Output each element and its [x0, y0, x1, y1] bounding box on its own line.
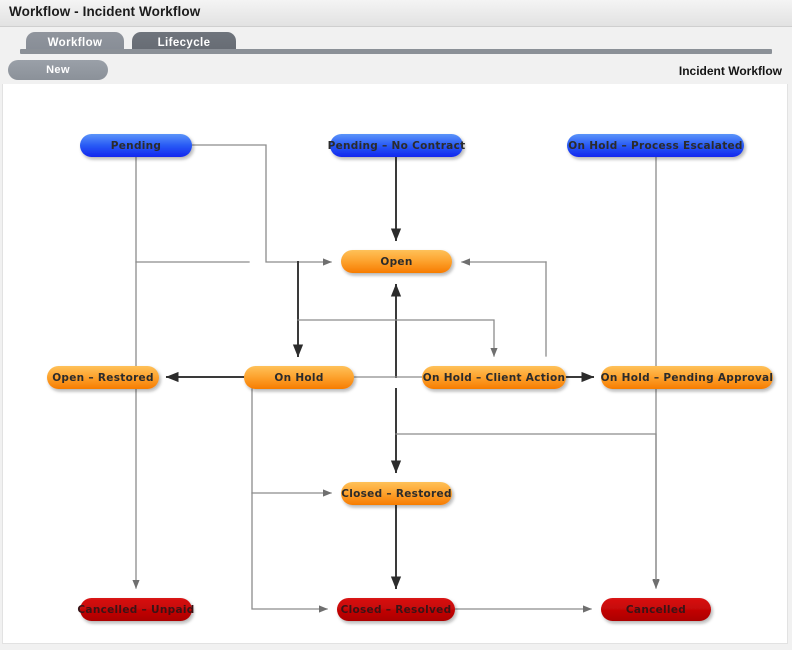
- connector-row-to-client-action: [297, 319, 498, 357]
- tab-workflow[interactable]: Workflow: [26, 32, 124, 54]
- toolbar: New Incident Workflow: [0, 55, 792, 83]
- connector-pending-down-to-row: [135, 156, 250, 263]
- node-shape-on_hold_escalated[interactable]: [567, 134, 744, 157]
- node-shape-pending_no_contract[interactable]: [330, 134, 463, 157]
- node-shape-open_restored[interactable]: [47, 366, 159, 389]
- node-on_hold[interactable]: On Hold: [244, 366, 354, 389]
- node-shape-cancelled[interactable]: [601, 598, 711, 621]
- node-shape-closed_restored[interactable]: [341, 482, 452, 505]
- node-open[interactable]: Open: [341, 250, 452, 273]
- node-shape-closed_resolved[interactable]: [337, 598, 455, 621]
- connector-open-to-cancelled: [395, 433, 660, 589]
- workflow-graph: Pending Pending – No Contract On Hold – Pr…: [47, 134, 774, 621]
- node-pending_no_contract[interactable]: Pending – No Contract: [328, 134, 466, 157]
- connector-layer: [132, 144, 660, 613]
- node-cancelled[interactable]: Cancelled: [601, 598, 711, 621]
- workflow-diagram-canvas[interactable]: Pending Pending – No Contract On Hold – Pr…: [2, 84, 788, 644]
- node-shape-open[interactable]: [341, 250, 452, 273]
- node-closed_restored[interactable]: Closed – Restored: [341, 482, 452, 505]
- node-on_hold_approval[interactable]: On Hold – Pending Approval: [601, 366, 774, 389]
- node-shape-on_hold[interactable]: [244, 366, 354, 389]
- tab-strip: Workflow Lifecycle: [0, 28, 792, 54]
- node-shape-pending[interactable]: [80, 134, 192, 157]
- node-open_restored[interactable]: Open – Restored: [47, 366, 159, 389]
- node-shape-cancelled_unpaid[interactable]: [80, 598, 192, 621]
- diagram-caption: Incident Workflow: [678, 64, 782, 78]
- title-bar: Workflow - Incident Workflow: [0, 0, 792, 27]
- connector-left-to-closed-resolved: [251, 492, 328, 613]
- node-cancelled_unpaid[interactable]: Cancelled – Unpaid: [77, 598, 194, 621]
- new-button[interactable]: New: [8, 60, 108, 80]
- tab-lifecycle[interactable]: Lifecycle: [132, 32, 236, 54]
- connector-left-to-closed-restored: [251, 388, 332, 497]
- node-on_hold_client[interactable]: On Hold – Client Action: [422, 366, 566, 389]
- window-title: Workflow - Incident Workflow: [9, 4, 201, 19]
- tab-strip-underline: [20, 49, 772, 54]
- connector-pending-to-open: [191, 144, 332, 266]
- node-closed_resolved[interactable]: Closed – Resolved: [337, 598, 455, 621]
- node-pending[interactable]: Pending: [80, 134, 192, 157]
- node-shape-on_hold_client[interactable]: [422, 366, 566, 389]
- node-on_hold_escalated[interactable]: On Hold – Process Escalated: [567, 134, 744, 157]
- node-shape-on_hold_approval[interactable]: [601, 366, 773, 389]
